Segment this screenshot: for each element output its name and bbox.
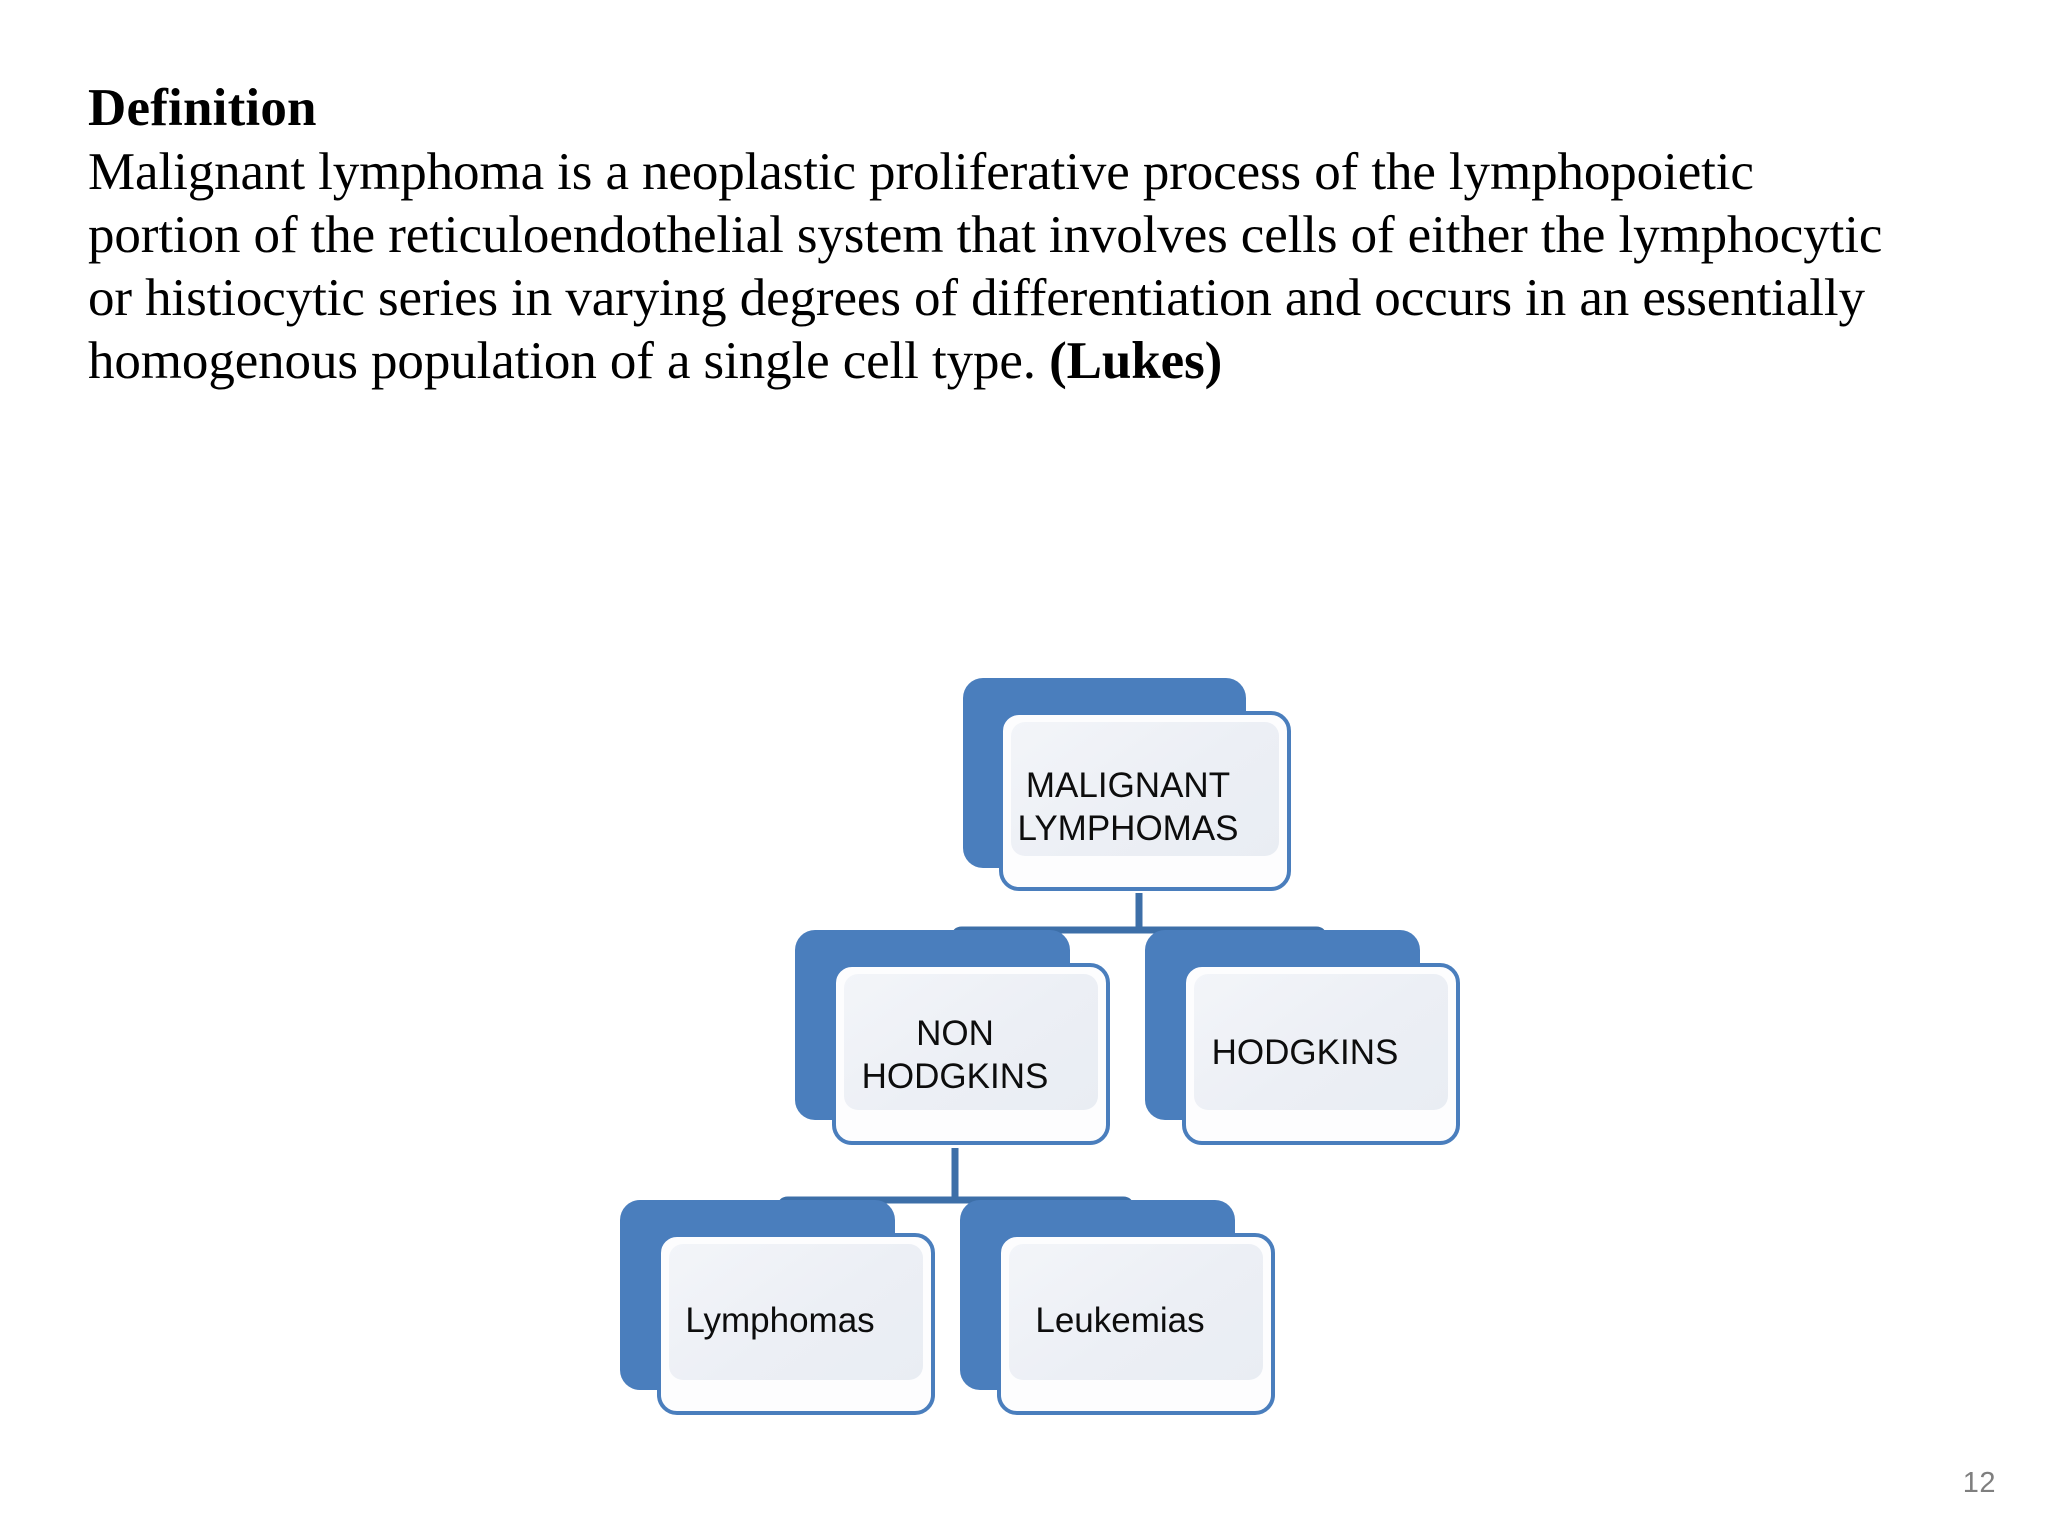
node-face-plate	[657, 1233, 935, 1415]
node-face-plate	[999, 711, 1291, 891]
diagram-node-hodgkins[interactable]: HODGKINS	[1145, 930, 1465, 1148]
definition-body-text: Malignant lymphoma is a neoplastic proli…	[88, 143, 1883, 390]
definition-attribution: (Lukes)	[1049, 331, 1223, 390]
node-inner-fill	[1194, 974, 1448, 1110]
definition-text-block: Definition Malignant lymphoma is a neopl…	[88, 78, 1918, 393]
node-inner-fill	[1011, 722, 1279, 856]
node-face-plate	[997, 1233, 1275, 1415]
node-face-plate	[832, 963, 1110, 1145]
diagram-node-label: Lymphomas	[685, 1301, 875, 1340]
node-shadow-plate	[960, 1200, 1235, 1390]
diagram-node-label: MALIGNANT LYMPHOMAS	[1017, 766, 1239, 848]
node-shadow-plate	[620, 1200, 895, 1390]
node-shadow-plate	[795, 930, 1070, 1120]
diagram-node-leukemias[interactable]: Leukemias	[960, 1200, 1280, 1418]
diagram-node-non-hodgkins[interactable]: NON HODGKINS	[795, 930, 1115, 1148]
page-number: 12	[1962, 1467, 1996, 1499]
diagram-node-label: HODGKINS	[1211, 1033, 1399, 1072]
page-title: Definition	[88, 79, 317, 137]
node-inner-fill	[669, 1244, 923, 1380]
node-shadow-plate	[963, 678, 1246, 868]
node-inner-fill	[844, 974, 1098, 1110]
definition-paragraph: Malignant lymphoma is a neoplastic proli…	[88, 141, 1918, 392]
diagram-node-lymphomas[interactable]: Lymphomas	[620, 1200, 940, 1418]
connector-level2-bar	[777, 1196, 1134, 1240]
node-face-plate	[1182, 963, 1460, 1145]
diagram-node-malignant-lymphomas[interactable]: MALIGNANT LYMPHOMAS	[963, 678, 1293, 893]
diagram-node-label: Leukemias	[1035, 1301, 1205, 1340]
connector-level1-bar	[951, 926, 1327, 968]
node-inner-fill	[1009, 1244, 1263, 1380]
diagram-node-label: NON HODGKINS	[861, 1014, 1049, 1096]
node-shadow-plate	[1145, 930, 1420, 1120]
